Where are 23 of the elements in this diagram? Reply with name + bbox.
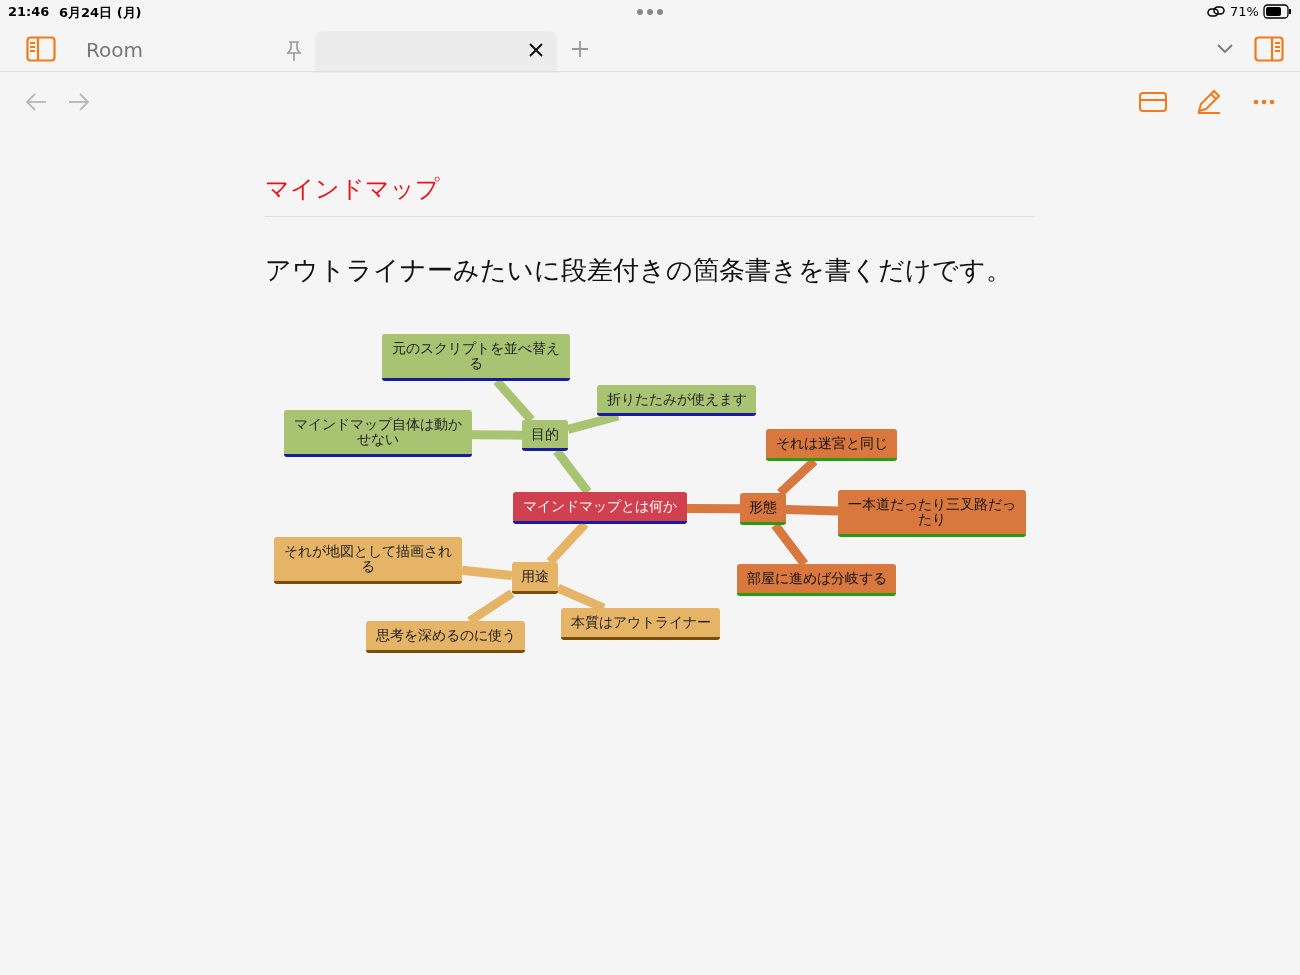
topic-box: 思考を深めるのに使う xyxy=(366,621,525,653)
topic-box: 元のスクリプトを並べ替える xyxy=(382,334,570,381)
topic-box: 折りたたみが使えます xyxy=(597,385,756,416)
topic-box: 本質はアウトライナー xyxy=(561,608,720,640)
topic-box: 用途 xyxy=(512,562,558,594)
date-text: 6月24日 (月) xyxy=(59,4,142,22)
topic-box: 形態 xyxy=(740,493,786,525)
branch-line xyxy=(471,430,523,440)
topic-box: 部屋に進めば分岐する xyxy=(737,564,896,596)
branch-line xyxy=(686,504,741,514)
topic-box: 目的 xyxy=(522,420,568,451)
branch-line xyxy=(461,565,513,581)
topic-box: 一本道だったり三叉路だったり xyxy=(838,490,1026,537)
clock-text: 21:46 xyxy=(8,4,50,19)
heading: マインドマップ xyxy=(265,174,440,205)
topic-box: それは迷宮と同じ xyxy=(766,429,897,461)
tab-title: Room xyxy=(86,38,143,62)
topic-box: それが地図として描画される xyxy=(274,537,462,584)
branch-line xyxy=(785,505,839,516)
root-topic-box: マインドマップとは何か xyxy=(513,492,687,524)
battery-percent: 71% xyxy=(1230,4,1259,19)
topic-box: マインドマップ自体は動かせない xyxy=(284,410,472,457)
paragraph: アウトライナーみたいに段差付きの箇条書きを書くだけです。 xyxy=(265,254,1012,287)
